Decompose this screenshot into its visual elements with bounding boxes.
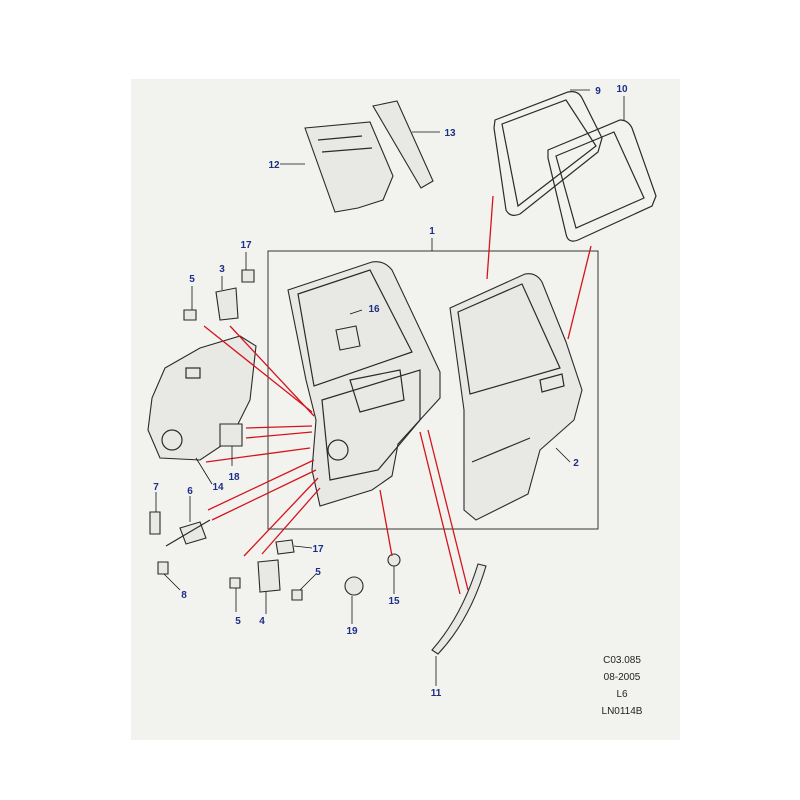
red-line (419, 431, 461, 595)
callout-9: 9 (595, 86, 601, 97)
red-line (245, 431, 313, 439)
red-line (229, 325, 315, 417)
door-shell-part-1 (287, 261, 441, 507)
bolt-part-5-lower-a (229, 577, 241, 589)
callout-18: 18 (228, 472, 240, 483)
door-skin-window (457, 283, 561, 395)
leader-line (163, 573, 181, 591)
seal-part-10-inner (555, 131, 645, 229)
bolt-part-8 (157, 561, 169, 575)
check-strap-arm (165, 519, 211, 547)
trim-cutout (185, 367, 201, 379)
callout-19: 19 (346, 626, 358, 637)
bolt-part-5 (183, 309, 197, 321)
callout-5-bottom: 5 (235, 616, 241, 627)
seal-part-10 (547, 119, 657, 242)
door-skin-crease (471, 437, 531, 463)
door-skin-part-2 (449, 273, 583, 521)
callout-17-bottom: 17 (312, 544, 324, 555)
door-handle-recess (539, 373, 565, 393)
callout-4: 4 (259, 616, 265, 627)
check-strap-part-6 (179, 521, 207, 545)
leader-line (195, 457, 213, 485)
red-line (205, 447, 311, 463)
callout-11: 11 (431, 688, 442, 699)
door-speaker-opening (327, 439, 349, 461)
red-line (486, 195, 494, 280)
callout-12: 12 (268, 160, 280, 171)
door-inner-structure (321, 369, 421, 481)
callout-13: 13 (444, 128, 456, 139)
callout-6: 6 (187, 486, 193, 497)
door-regulator (349, 369, 405, 413)
pin-part-7 (149, 511, 161, 535)
reference-number: LN0114B (602, 706, 643, 717)
seal-part-9-inner (501, 99, 597, 208)
bolt-part-5-lower-b (291, 589, 303, 601)
clip-part-17-lower (275, 539, 295, 555)
plug-part-15 (387, 553, 401, 567)
red-line (211, 469, 317, 521)
leader-line (555, 447, 571, 463)
seal-part-9 (493, 91, 603, 216)
red-line (567, 245, 592, 340)
callout-3: 3 (219, 264, 225, 275)
callout-5-right: 5 (315, 567, 321, 578)
reference-model: L6 (616, 689, 628, 700)
cap-part-19 (344, 576, 364, 596)
callout-17-top: 17 (240, 240, 252, 251)
callout-10: 10 (616, 84, 628, 95)
moulding-part-11 (431, 563, 487, 655)
callout-8: 8 (181, 590, 187, 601)
callout-2: 2 (573, 458, 579, 469)
callout-15: 15 (388, 596, 400, 607)
hinge-part-4 (257, 559, 281, 593)
leader-line (349, 309, 363, 315)
clip-part-17 (241, 269, 255, 283)
glass-12-shine (317, 135, 373, 153)
trim-hole (161, 429, 183, 451)
reference-code: C03.085 (603, 655, 641, 666)
pad-part-16 (335, 325, 361, 351)
leader-line (299, 573, 317, 591)
assembly-frame (267, 250, 599, 530)
pad-part-18 (219, 423, 243, 447)
red-line (243, 477, 319, 557)
red-line (261, 487, 321, 555)
red-line (379, 489, 393, 557)
leader-line (293, 545, 313, 549)
callout-7: 7 (153, 482, 159, 493)
callout-1: 1 (429, 226, 435, 237)
hinge-part-3 (215, 287, 239, 321)
reference-date: 08-2005 (604, 672, 641, 683)
red-line (427, 429, 469, 591)
callout-5-top: 5 (189, 274, 195, 285)
red-line (245, 425, 313, 429)
red-line (207, 459, 315, 511)
callout-14: 14 (212, 482, 224, 493)
glass-part-13 (372, 100, 434, 189)
red-line (203, 325, 313, 413)
door-window-frame (297, 269, 413, 387)
callout-16: 16 (368, 304, 380, 315)
glass-part-12 (304, 121, 394, 213)
